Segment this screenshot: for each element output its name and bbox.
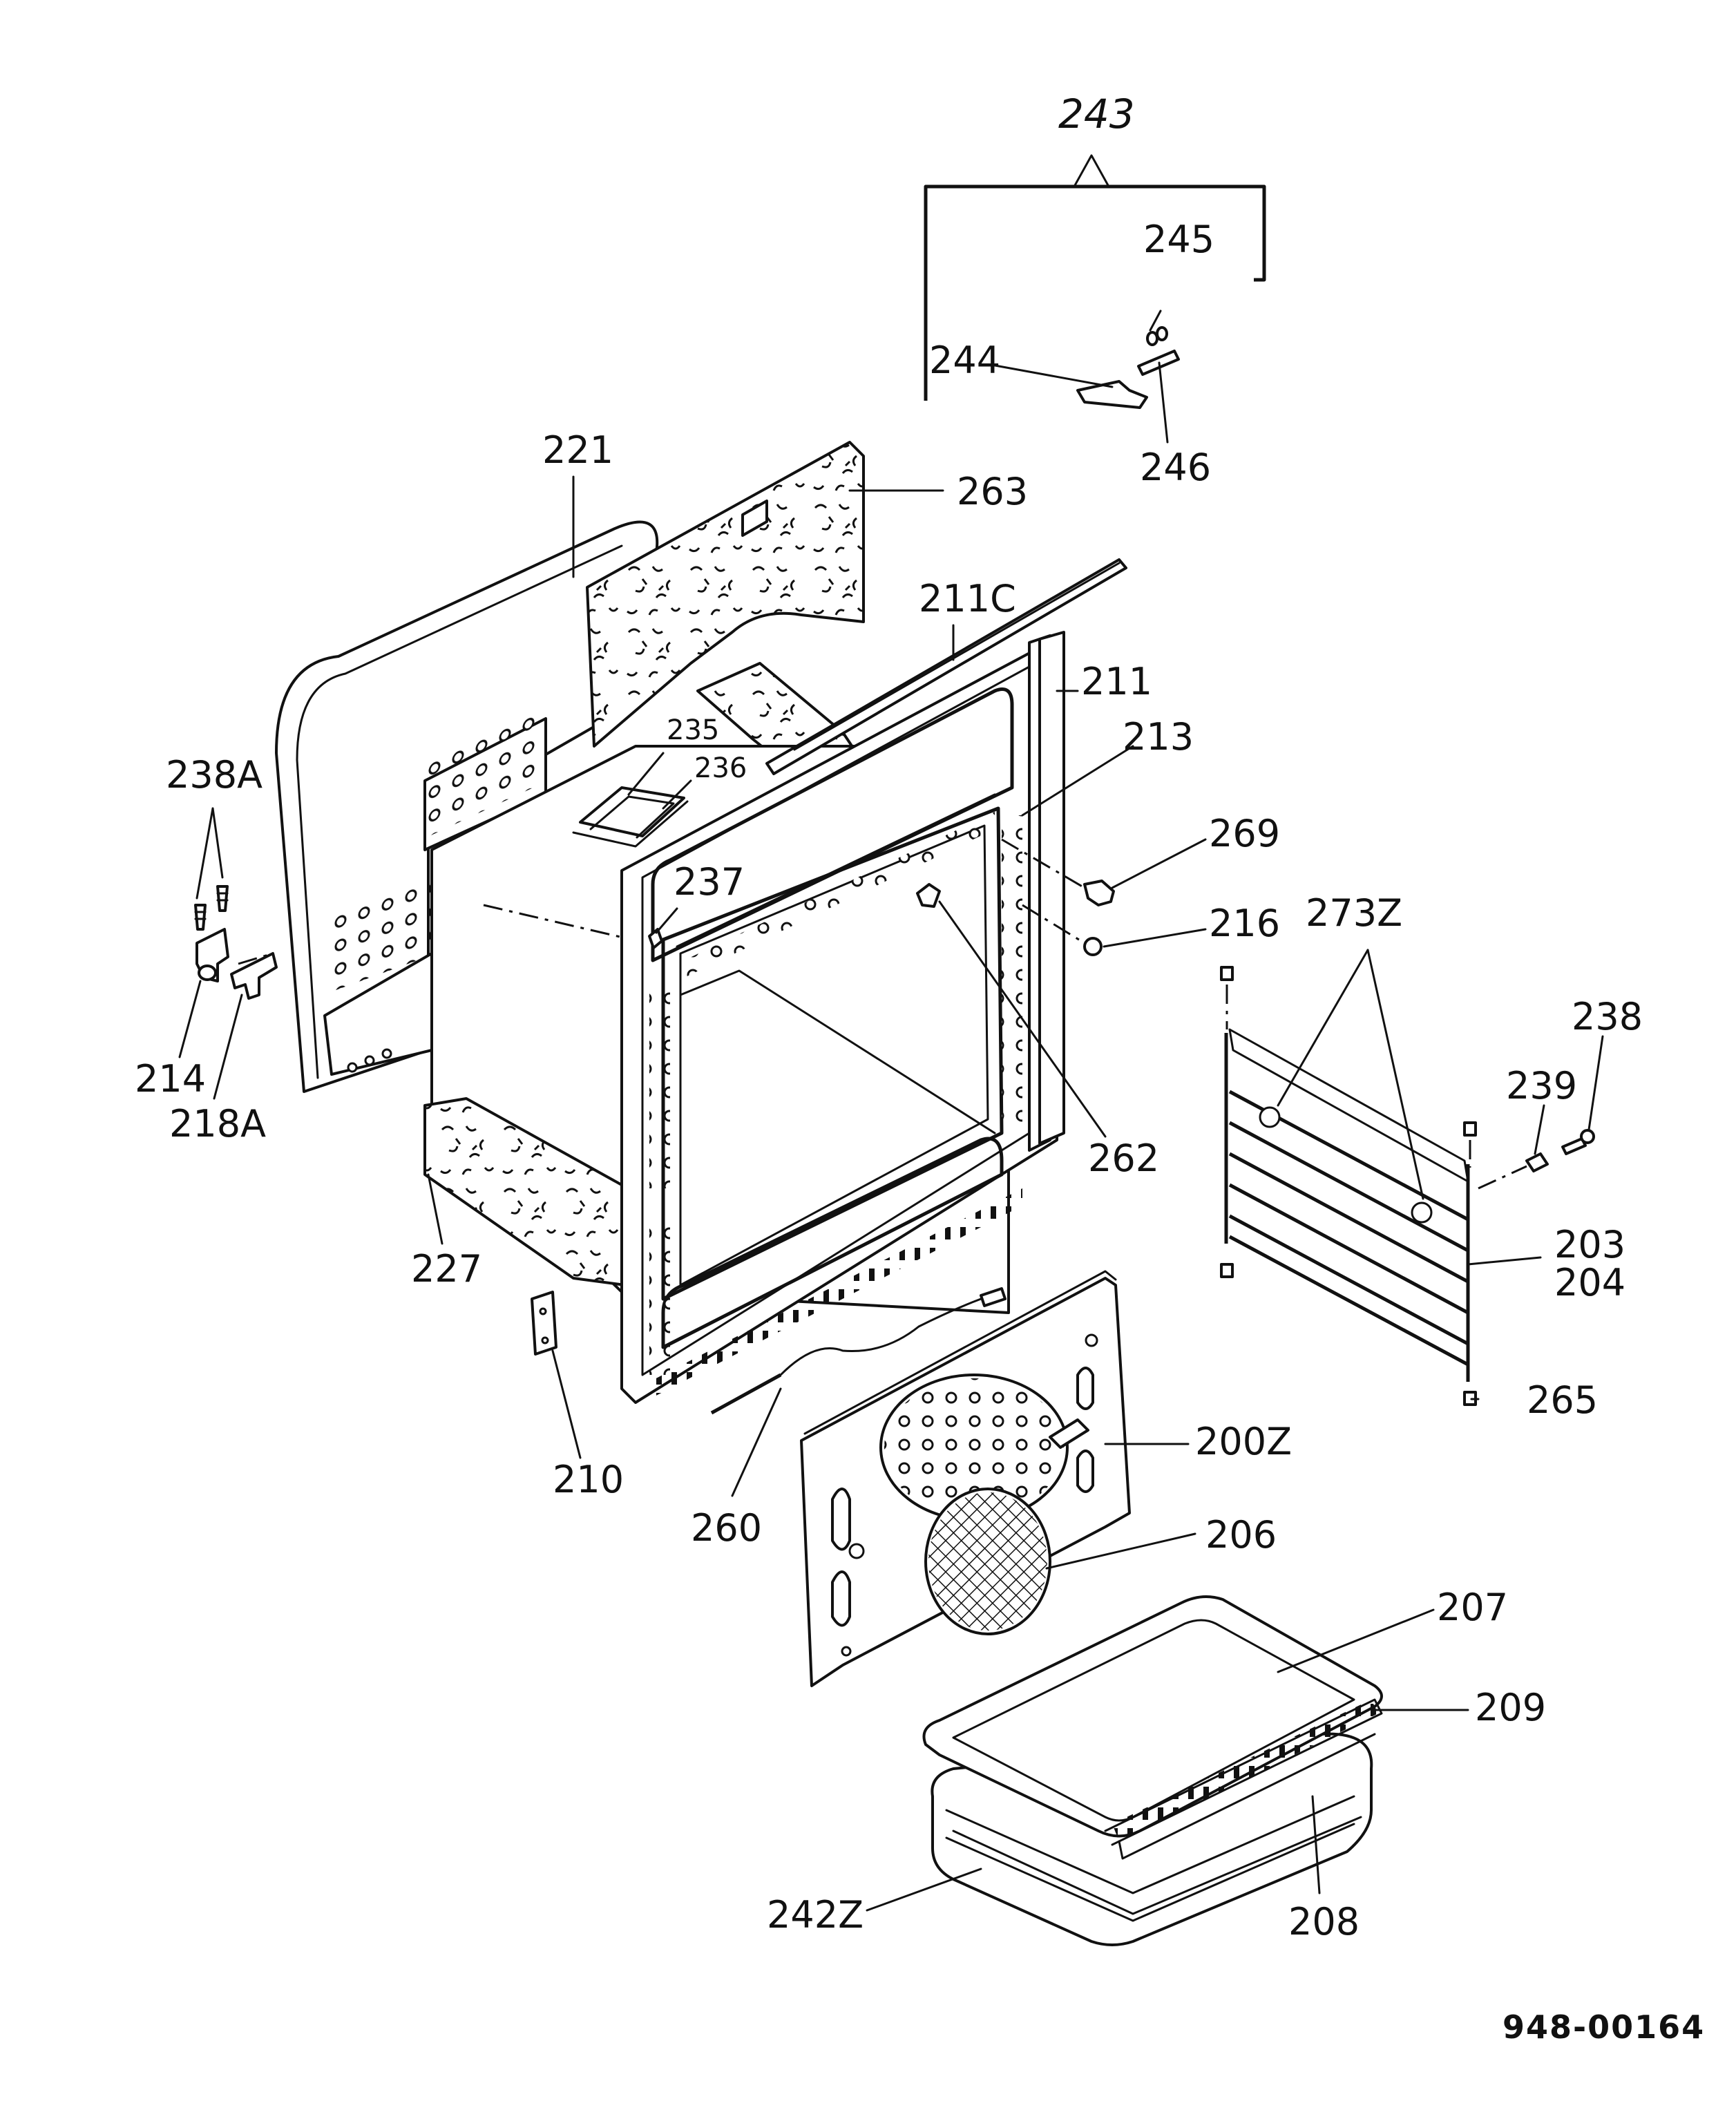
label-235: 235: [667, 714, 719, 746]
part-237: [648, 928, 663, 949]
part-238: [1561, 1137, 1587, 1155]
label-206: 206: [1205, 1513, 1277, 1557]
label-210: 210: [553, 1458, 624, 1501]
trays-stack: [922, 1595, 1383, 1946]
assembly-243: [924, 154, 1266, 444]
part-260-probe: [710, 1287, 1007, 1415]
label-214: 214: [135, 1057, 206, 1101]
front-frame-211: [620, 558, 1127, 1404]
label-211c: 211C: [919, 577, 1016, 620]
label-239: 239: [1506, 1064, 1577, 1108]
label-262: 262: [1088, 1137, 1159, 1180]
label-260: 260: [691, 1506, 762, 1550]
hinge-parts-left: [194, 885, 278, 1000]
label-237: 237: [674, 860, 745, 904]
label-245: 245: [1143, 218, 1214, 261]
label-211: 211: [1081, 660, 1152, 703]
label-243: 243: [1058, 91, 1135, 137]
part-218a: [230, 952, 278, 1000]
part-206-filter: [924, 1488, 1051, 1635]
label-236: 236: [694, 752, 747, 784]
label-200z: 200Z: [1195, 1420, 1292, 1463]
label-218a: 218A: [169, 1102, 266, 1146]
leader-lines: [178, 475, 1604, 1912]
part-245-ring-b: [1156, 326, 1168, 341]
label-209: 209: [1475, 1686, 1546, 1729]
label-273z: 273Z: [1306, 891, 1402, 935]
part-labels: 243 245 244 246 221 263 211C 211 213 235…: [135, 91, 1705, 2046]
label-213: 213: [1123, 715, 1194, 759]
label-238a: 238A: [166, 753, 263, 797]
part-273z-shelf-support: [1220, 966, 1477, 1406]
part-216: [1022, 904, 1103, 956]
label-203: 203: [1554, 1223, 1625, 1266]
drawing-code: 948-00164: [1503, 2008, 1705, 2046]
part-262: [916, 883, 941, 908]
label-242z: 242Z: [767, 1893, 864, 1937]
part-221-casing: [275, 520, 659, 1093]
label-263: 263: [957, 470, 1028, 513]
part-210: [531, 1291, 557, 1356]
part-211c: [765, 558, 1127, 775]
parts-238-239: [1478, 1129, 1595, 1190]
part-244: [1076, 380, 1148, 409]
label-227: 227: [411, 1247, 482, 1291]
part-235: [579, 786, 685, 837]
label-246: 246: [1140, 446, 1211, 489]
part-239: [1525, 1152, 1549, 1172]
label-265: 265: [1527, 1378, 1598, 1422]
label-204: 204: [1554, 1261, 1625, 1304]
label-216: 216: [1209, 902, 1280, 945]
label-208: 208: [1288, 1900, 1360, 1944]
part-269: [1001, 838, 1115, 906]
label-221: 221: [542, 428, 613, 472]
label-207: 207: [1437, 1586, 1508, 1629]
label-238: 238: [1572, 995, 1643, 1038]
part-200z-panel: [800, 1270, 1131, 1687]
label-244: 244: [929, 339, 1000, 382]
label-269: 269: [1209, 812, 1280, 855]
part-245-ring-a: [1146, 331, 1158, 346]
